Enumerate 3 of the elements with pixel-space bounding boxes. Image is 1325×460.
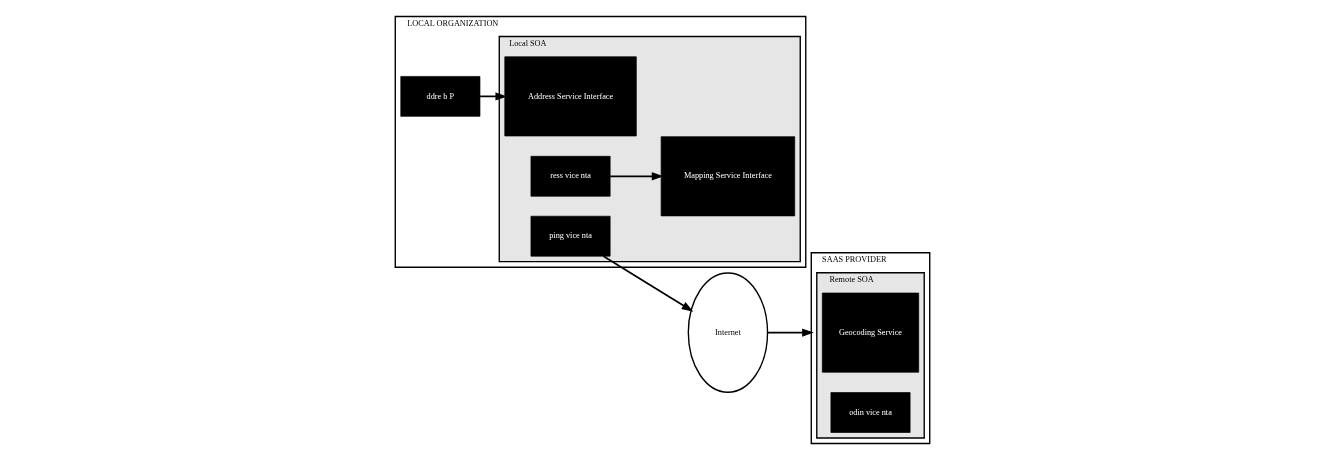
arrow [766,328,814,337]
arrow [602,255,694,312]
arrow [609,172,664,181]
